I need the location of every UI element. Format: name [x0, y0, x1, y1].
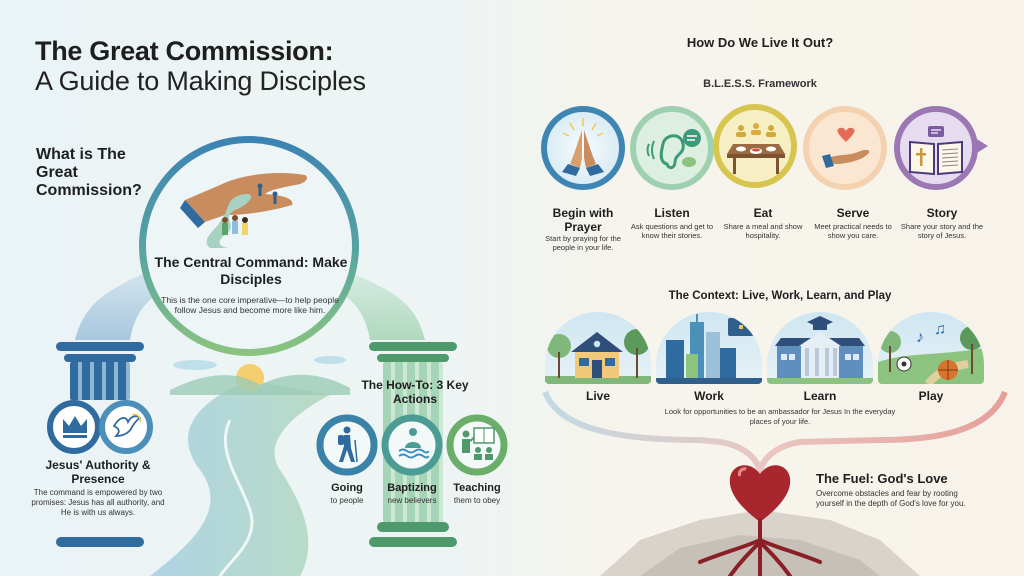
- left-pillar-shaft: [70, 362, 130, 400]
- context-description: Look for opportunities to be an ambassad…: [664, 407, 896, 426]
- page-subtitle: A Guide to Making Disciples: [35, 66, 366, 96]
- authority-title: Jesus' Authority & Presence: [45, 458, 151, 486]
- what-is-question: What is The Great Commission?: [36, 146, 142, 199]
- context-play-label: Play: [918, 389, 944, 403]
- bless-listen-label: Listen: [654, 206, 690, 220]
- left-pillar-capital: [64, 354, 136, 362]
- central-command-title: The Central Command: Make Disciples: [154, 254, 348, 287]
- dove-icon: [112, 413, 142, 437]
- bless-story-label: Story: [926, 206, 958, 220]
- context-title: The Context: Live, Work, Learn, and Play: [668, 290, 892, 302]
- praying-hands-icon: [562, 118, 604, 176]
- context-live-label: Live: [585, 389, 610, 403]
- right-pillar-base-cap: [377, 522, 449, 532]
- bless-step-listen: [630, 106, 714, 190]
- teacher-book-icon: [462, 427, 495, 460]
- central-command-description: This is the one core imperative—to help …: [161, 295, 339, 315]
- bless-prayer-label: Begin with Prayer: [552, 206, 614, 234]
- dining-table-icon: [727, 123, 785, 174]
- right-pillar-top-cap: [369, 342, 457, 351]
- school-building-icon: [767, 312, 873, 384]
- bless-eat-desc: Share a meal and show hospitality.: [723, 222, 803, 240]
- fuel-title: The Fuel: God's Love: [816, 471, 948, 486]
- left-pillar-top-cap: [56, 342, 144, 351]
- bless-step-serve: [803, 106, 887, 190]
- action-going-sub: to people: [330, 496, 364, 505]
- context-learn-label: Learn: [803, 389, 837, 403]
- bless-listen-desc: Ask questions and get to know their stor…: [630, 222, 714, 240]
- live-out-heading: How Do We Live It Out?: [686, 35, 834, 50]
- svg-text:♫: ♫: [934, 321, 946, 338]
- bless-step-story: [894, 106, 978, 190]
- bless-prayer-desc: Start by praying for the people in your …: [545, 234, 621, 252]
- page-title: The Great Commission:: [35, 36, 334, 66]
- action-teaching-sub: them to obey: [453, 496, 501, 505]
- bless-framework-title: B.L.E.S.S. Framework: [703, 78, 817, 90]
- bless-serve-desc: Meet practical needs to show you care.: [814, 222, 892, 240]
- action-going-label: Going: [331, 482, 363, 494]
- right-pillar-capital: [377, 354, 449, 362]
- authority-description: The command is empowered by two promises…: [31, 488, 165, 517]
- action-teaching-label: Teaching: [453, 482, 501, 494]
- bless-eat-label: Eat: [753, 206, 773, 220]
- svg-text:♪: ♪: [916, 329, 924, 346]
- action-baptizing-label: Baptizing: [387, 482, 437, 494]
- hand-holding-path-icon: [180, 173, 307, 248]
- bless-story-desc: Share your story and the story of Jesus.: [900, 222, 984, 240]
- context-work-label: Work: [694, 389, 724, 403]
- open-bible-icon: [909, 126, 963, 176]
- cycle-arrow-icon: [972, 136, 988, 156]
- left-pillar-base: [56, 537, 144, 547]
- heart-tree-roots-icon: [698, 465, 822, 576]
- how-to-title: The How-To: 3 Key Actions: [361, 378, 469, 406]
- authority-infinity-icon: [47, 400, 153, 454]
- hand-heart-icon: [822, 127, 870, 168]
- hiker-icon: [338, 426, 358, 463]
- crown-icon: [63, 416, 87, 438]
- bless-serve-label: Serve: [836, 206, 870, 220]
- ear-speech-icon: [646, 129, 701, 170]
- baptism-water-icon: [398, 428, 429, 459]
- action-baptizing-sub: new believers: [387, 496, 437, 505]
- fuel-description: Overcome obstacles and fear by rooting y…: [816, 489, 966, 508]
- right-pillar-base: [369, 537, 457, 547]
